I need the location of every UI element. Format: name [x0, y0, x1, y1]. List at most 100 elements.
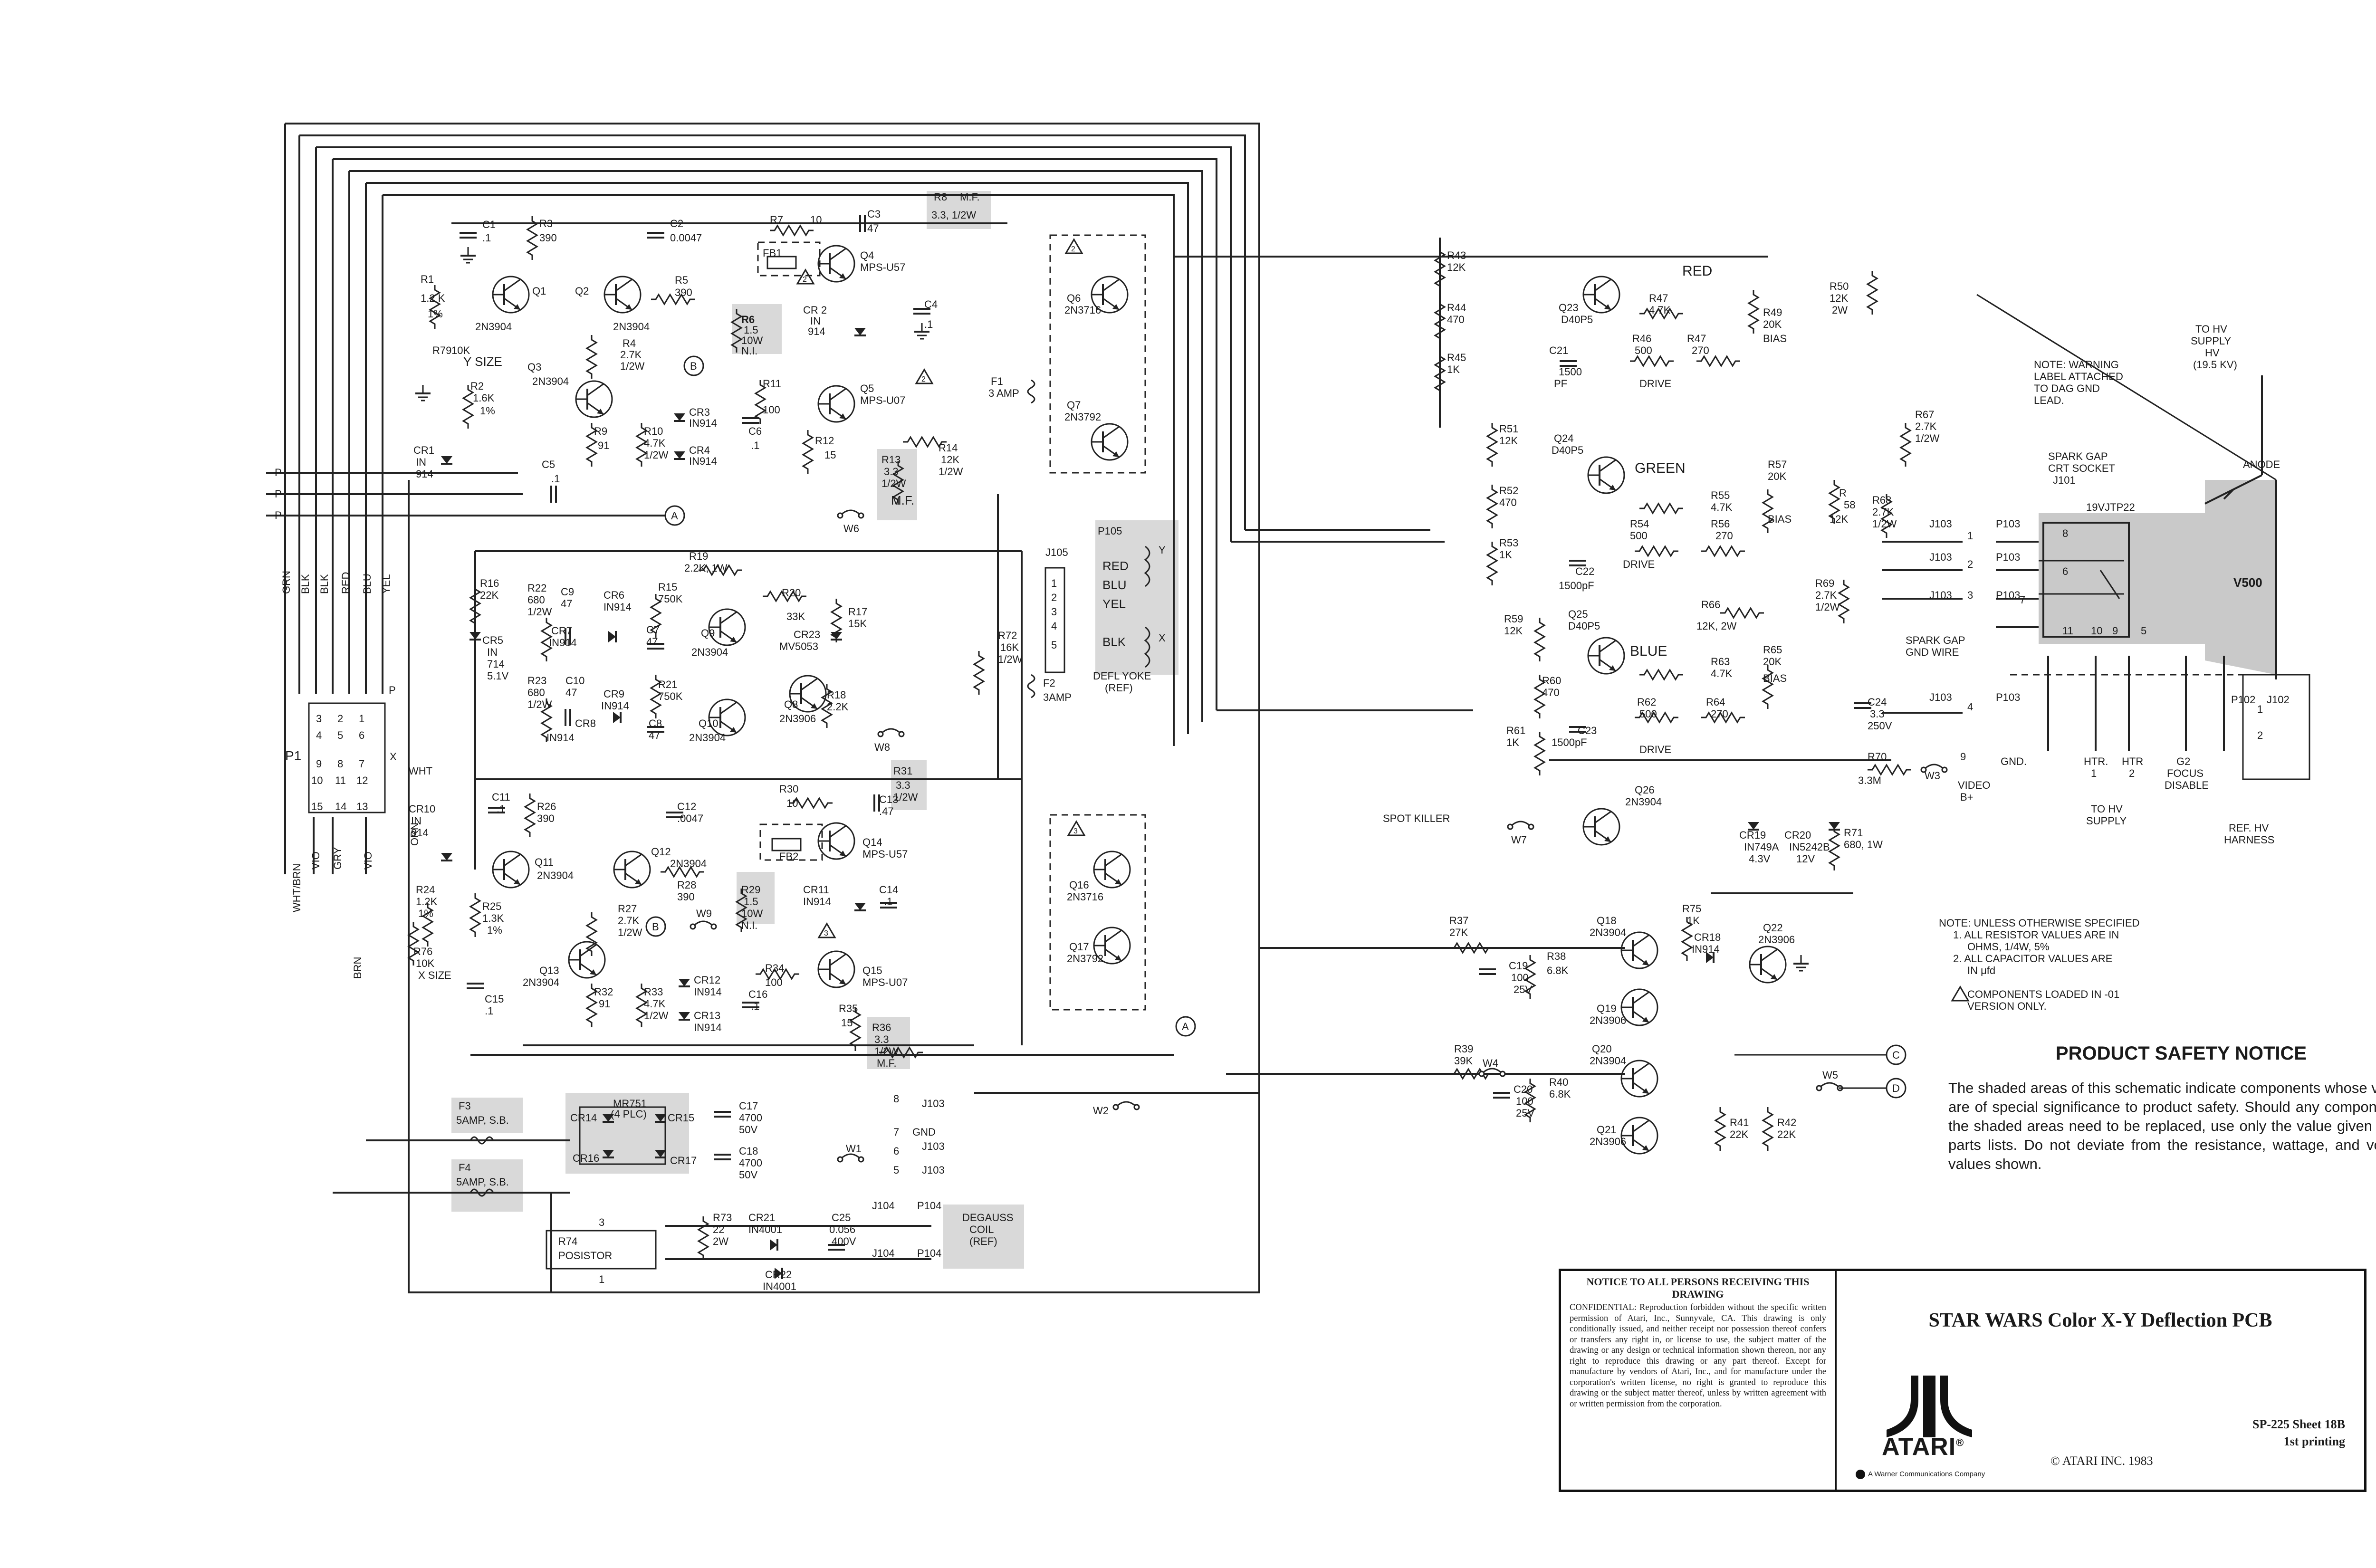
svg-text:R53: R53 — [1499, 537, 1518, 549]
svg-text:10: 10 — [810, 214, 822, 226]
svg-text:12K: 12K — [1830, 513, 1848, 525]
svg-text:IN5242B: IN5242B — [1789, 841, 1830, 853]
svg-text:C21: C21 — [1549, 344, 1568, 356]
svg-text:270: 270 — [1711, 708, 1728, 720]
svg-text:R14: R14 — [939, 442, 958, 454]
svg-text:P104: P104 — [917, 1200, 941, 1212]
horizontal-linearity-stage — [469, 551, 905, 779]
svg-text:1. ALL RESISTOR VALUES ARE IN: 1. ALL RESISTOR VALUES ARE IN — [1953, 929, 2119, 941]
svg-text:GND: GND — [912, 1126, 936, 1138]
svg-text:11: 11 — [335, 774, 346, 786]
svg-text:Q18: Q18 — [1597, 915, 1617, 927]
svg-text:9: 9 — [316, 758, 322, 770]
svg-text:CR1: CR1 — [413, 444, 434, 456]
svg-text:CR3: CR3 — [689, 406, 710, 418]
bus-wiring — [266, 123, 1260, 1293]
svg-text:15K: 15K — [848, 618, 867, 630]
svg-text:1K: 1K — [1499, 549, 1512, 561]
svg-text:22K: 22K — [1777, 1128, 1796, 1140]
svg-text:N.I.: N.I. — [741, 345, 757, 357]
svg-text:CR6: CR6 — [604, 589, 624, 601]
svg-text:750K: 750K — [658, 593, 683, 605]
svg-text:PF: PF — [1554, 378, 1567, 390]
svg-text:50V: 50V — [739, 1169, 757, 1181]
svg-text:2N3906: 2N3906 — [1590, 1014, 1626, 1026]
svg-text:C4: C4 — [924, 298, 938, 310]
svg-text:B: B — [690, 360, 697, 372]
svg-text:CR15: CR15 — [668, 1112, 694, 1124]
svg-text:Q12: Q12 — [651, 846, 671, 858]
svg-text:25V: 25V — [1514, 984, 1532, 995]
svg-text:(REF): (REF) — [969, 1235, 997, 1247]
svg-text:R76: R76 — [413, 946, 432, 957]
svg-text:CR9: CR9 — [604, 688, 624, 700]
svg-text:1.5: 1.5 — [744, 896, 758, 908]
svg-text:MV5053: MV5053 — [779, 641, 818, 652]
svg-text:1%: 1% — [418, 908, 433, 919]
svg-text:R15: R15 — [658, 581, 677, 593]
svg-text:R64: R64 — [1706, 696, 1725, 708]
svg-text:.1: .1 — [884, 896, 892, 908]
svg-text:0.056: 0.056 — [829, 1224, 855, 1235]
svg-text:1/2W: 1/2W — [1915, 432, 1940, 444]
svg-text:P103: P103 — [1996, 691, 2020, 703]
svg-text:MPS-U57: MPS-U57 — [862, 848, 908, 860]
svg-text:MR751: MR751 — [613, 1098, 647, 1109]
svg-text:2.7K: 2.7K — [1815, 589, 1837, 601]
safety-notice-body: The shaded areas of this schematic indic… — [1948, 1080, 2376, 1172]
legal-heading: NOTICE TO ALL PERSONS RECEIVING THIS DRA… — [1586, 1276, 1810, 1300]
svg-text:Q9: Q9 — [701, 627, 715, 639]
svg-text:2N3904: 2N3904 — [689, 732, 726, 744]
svg-text:A: A — [1182, 1021, 1189, 1033]
svg-text:10K: 10K — [416, 957, 434, 969]
svg-text:2W: 2W — [713, 1235, 728, 1247]
svg-text:R61: R61 — [1506, 725, 1525, 736]
svg-text:390: 390 — [675, 287, 692, 298]
svg-text:R69: R69 — [1815, 577, 1834, 589]
svg-text:R59: R59 — [1504, 613, 1523, 625]
svg-text:J103: J103 — [1929, 589, 1952, 601]
svg-text:HARNESS: HARNESS — [2224, 834, 2274, 846]
svg-text:W5: W5 — [1822, 1069, 1838, 1081]
svg-text:1/2W: 1/2W — [893, 791, 918, 803]
svg-text:IN749A: IN749A — [1744, 841, 1779, 853]
svg-text:Q26: Q26 — [1635, 784, 1655, 796]
svg-text:4.3V: 4.3V — [1749, 853, 1771, 865]
legal-body: CONFIDENTIAL: Reproduction forbidden wit… — [1570, 1303, 1826, 1409]
svg-text:CR14: CR14 — [570, 1112, 597, 1124]
svg-text:4.7K: 4.7K — [644, 998, 666, 1010]
svg-text:C18: C18 — [739, 1145, 758, 1157]
svg-text:R23: R23 — [527, 675, 546, 687]
svg-text:C13: C13 — [879, 794, 898, 805]
svg-text:R54: R54 — [1630, 518, 1649, 530]
svg-text:R9: R9 — [594, 425, 607, 437]
svg-text:R32: R32 — [594, 986, 613, 998]
svg-text:5: 5 — [2141, 625, 2146, 637]
svg-text:LABEL ATTACHED: LABEL ATTACHED — [2034, 371, 2123, 382]
svg-text:Y: Y — [1159, 544, 1166, 556]
svg-text:2N3904: 2N3904 — [1625, 796, 1662, 808]
svg-text:BRN: BRN — [352, 957, 364, 979]
svg-text:CR18: CR18 — [1694, 931, 1721, 943]
svg-text:2.7K: 2.7K — [1915, 421, 1937, 432]
svg-text:1.3K: 1.3K — [482, 912, 504, 924]
svg-text:4: 4 — [316, 729, 322, 741]
svg-text:J103: J103 — [922, 1098, 945, 1109]
svg-text:X SIZE: X SIZE — [418, 969, 451, 981]
svg-text:1500pF: 1500pF — [1559, 580, 1594, 592]
svg-text:IN914: IN914 — [689, 455, 717, 467]
crt-tube — [1882, 294, 2310, 780]
svg-text:R19: R19 — [689, 550, 708, 562]
svg-text:680: 680 — [527, 687, 545, 698]
svg-text:RED: RED — [340, 572, 352, 594]
svg-text:400V: 400V — [832, 1235, 856, 1247]
svg-text:R49: R49 — [1763, 306, 1782, 318]
svg-text:(REF): (REF) — [1105, 682, 1133, 694]
svg-text:CR23: CR23 — [794, 629, 820, 641]
svg-text:R44: R44 — [1447, 302, 1466, 314]
svg-text:.1: .1 — [924, 318, 933, 330]
svg-text:R65: R65 — [1763, 644, 1782, 656]
svg-text:2: 2 — [1051, 592, 1057, 603]
svg-text:CR7: CR7 — [551, 625, 572, 637]
